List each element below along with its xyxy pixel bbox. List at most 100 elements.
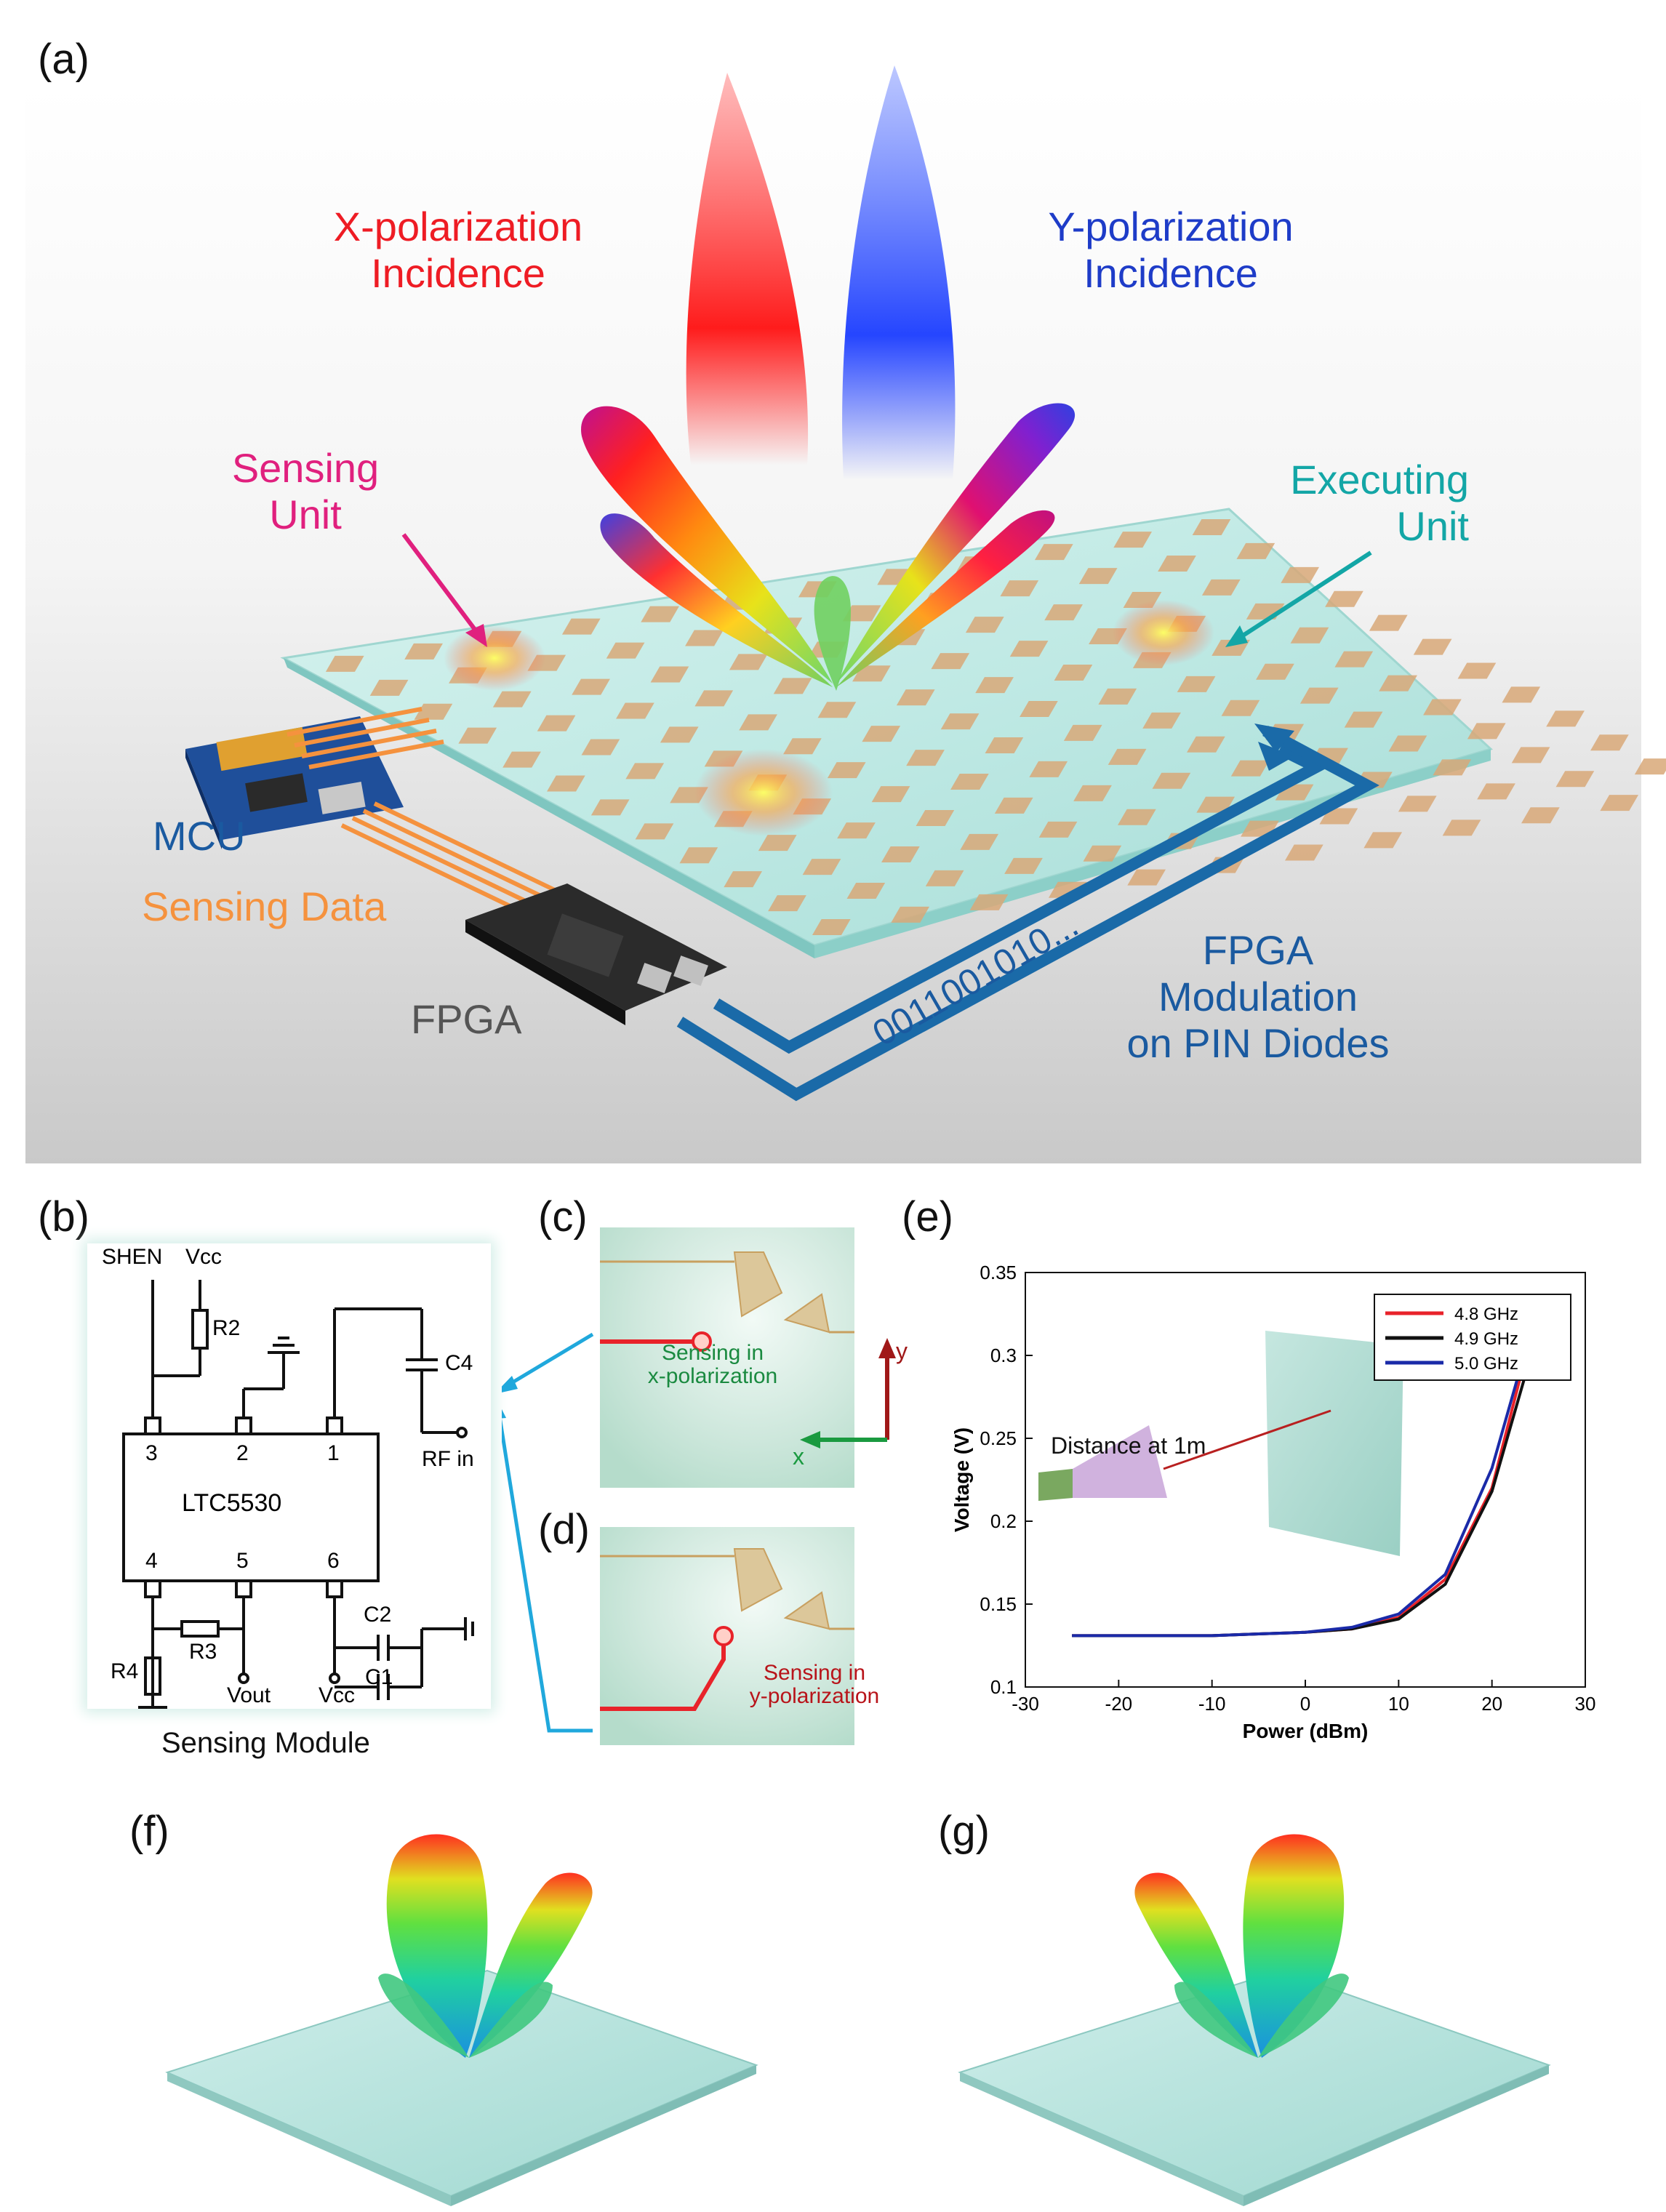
sensing-data-label: Sensing Data bbox=[142, 883, 387, 929]
metasurface-cell bbox=[1369, 614, 1408, 631]
panel-d-red-dot bbox=[713, 1626, 734, 1646]
executing-unit-line2: Unit bbox=[1396, 503, 1469, 549]
metasurface-cell bbox=[1379, 675, 1417, 692]
axis-y-label: y bbox=[896, 1338, 908, 1364]
panel-f-label: (f) bbox=[129, 1808, 169, 1855]
series-line-5.0-GHz bbox=[1072, 1303, 1540, 1638]
metasurface-cell bbox=[660, 726, 699, 743]
modulation-arrow-head-1 bbox=[1258, 742, 1294, 771]
panel-d-text-line2: y-polarization bbox=[749, 1684, 880, 1708]
metasurface-cell bbox=[842, 605, 881, 622]
metasurface-cell bbox=[1433, 759, 1472, 776]
metasurface-cell bbox=[896, 689, 935, 706]
metasurface-cell bbox=[1413, 638, 1452, 655]
y-tick-label: 0.2 bbox=[990, 1510, 1017, 1532]
metasurface-cell bbox=[1083, 845, 1122, 862]
inset-horn-antenna bbox=[1073, 1425, 1167, 1498]
shen-label: SHEN bbox=[102, 1245, 163, 1269]
panel-d-label: (d) bbox=[538, 1506, 590, 1553]
metasurface-cell bbox=[862, 726, 901, 742]
metasurface-cell bbox=[1230, 760, 1270, 777]
metasurface-cell bbox=[1299, 687, 1339, 704]
metasurface-cell bbox=[1281, 566, 1319, 583]
lobe-left-small bbox=[600, 513, 833, 687]
lobe-right-large bbox=[836, 403, 1076, 684]
metasurface-cell bbox=[1502, 686, 1541, 703]
panel-a-illustration bbox=[25, 65, 1666, 1163]
y-tick-label: 0.3 bbox=[990, 1345, 1017, 1366]
metasurface-cell bbox=[1555, 771, 1595, 788]
metasurface-cell bbox=[827, 762, 866, 779]
inset-metasurface bbox=[1265, 1331, 1403, 1556]
metasurface-cell bbox=[729, 654, 768, 670]
y-tick-label: 0.25 bbox=[980, 1427, 1017, 1449]
metasurface-cell bbox=[1118, 809, 1156, 825]
metasurface-cell bbox=[891, 906, 929, 923]
metasurface-cell bbox=[606, 642, 645, 659]
vcc-top-label: Vcc bbox=[185, 1245, 223, 1269]
metasurface-cell bbox=[969, 894, 1009, 910]
metasurface-cell bbox=[1034, 544, 1073, 561]
legend-label: 4.9 GHz bbox=[1454, 1329, 1518, 1349]
pin-6: 6 bbox=[327, 1549, 340, 1573]
metasurface-cell bbox=[925, 870, 964, 886]
pin-1: 1 bbox=[327, 1441, 340, 1465]
legend-label: 5.0 GHz bbox=[1454, 1354, 1518, 1374]
panel-d-text: Sensing in y-polarization bbox=[727, 1662, 902, 1708]
y-polarization-label: Y-polarization Incidence bbox=[1004, 204, 1338, 297]
sensing-unit-arrow bbox=[401, 533, 482, 638]
metasurface-cell bbox=[404, 643, 443, 660]
pin-4: 4 bbox=[145, 1549, 158, 1573]
metasurface-cell bbox=[1398, 796, 1437, 812]
y-tick-label: 0.1 bbox=[990, 1676, 1017, 1698]
metasurface-cell bbox=[1521, 807, 1560, 824]
metasurface-cell bbox=[985, 737, 1024, 753]
panel-b-schematic: SHEN Vcc R2 C4 3 2 1 LTC5530 4 5 6 RF in… bbox=[87, 1243, 491, 1709]
metasurface-cell bbox=[572, 678, 610, 695]
metasurface-cell bbox=[679, 847, 718, 864]
metasurface-cell bbox=[458, 727, 497, 744]
metasurface-cell bbox=[1127, 869, 1166, 886]
metasurface-cell bbox=[916, 810, 955, 826]
metasurface-cell bbox=[871, 786, 910, 803]
sensing-data-lines-mcu bbox=[287, 707, 444, 769]
metasurface-cell bbox=[1113, 532, 1153, 548]
metasurface-cell bbox=[685, 630, 724, 646]
panel-c-red-dot bbox=[692, 1331, 712, 1352]
metasurface-cell bbox=[1442, 820, 1481, 836]
metasurface-cell bbox=[1363, 832, 1403, 849]
metasurface-cell bbox=[1467, 723, 1506, 740]
metasurface-cell bbox=[773, 678, 812, 694]
panel-f-main-lobe bbox=[386, 1834, 488, 2058]
inset-distance-label: Distance at 1m bbox=[1051, 1432, 1206, 1459]
panel-b-label: (b) bbox=[38, 1193, 89, 1241]
metasurface-cell bbox=[1546, 710, 1585, 727]
panel-a-label: (a) bbox=[38, 36, 89, 83]
metasurface-cell bbox=[950, 774, 989, 790]
axis-y-arrow bbox=[878, 1338, 896, 1358]
c2-label: C2 bbox=[364, 1603, 392, 1627]
panel-e-label: (e) bbox=[902, 1193, 953, 1241]
modulation-arrow-head-2 bbox=[1254, 724, 1294, 753]
metasurface-cell bbox=[846, 883, 886, 899]
metasurface-cell bbox=[1192, 519, 1231, 535]
metasurface-cell bbox=[581, 739, 620, 756]
metasurface-cell bbox=[783, 738, 822, 755]
metasurface-cell bbox=[1201, 579, 1241, 596]
metasurface-cell bbox=[492, 691, 532, 708]
metasurface-cell bbox=[817, 702, 857, 718]
sensing-unit-line2: Unit bbox=[269, 492, 342, 537]
metasurface-cell bbox=[960, 833, 999, 850]
panel-c-text-line2: x-polarization bbox=[647, 1364, 778, 1388]
metasurface-cell bbox=[325, 655, 364, 672]
sensing-data-lines-fpga bbox=[340, 801, 558, 915]
panel-f-side-lobe bbox=[469, 1872, 593, 2058]
metasurface-cell bbox=[1334, 651, 1374, 668]
metasurface-cell bbox=[1152, 772, 1191, 789]
metasurface-cell bbox=[1063, 724, 1102, 741]
metasurface-cell bbox=[1196, 796, 1236, 813]
panel-c-text-line1: Sensing in bbox=[661, 1341, 764, 1365]
metasurface-cell bbox=[994, 797, 1033, 814]
metasurface-cell bbox=[414, 703, 453, 720]
